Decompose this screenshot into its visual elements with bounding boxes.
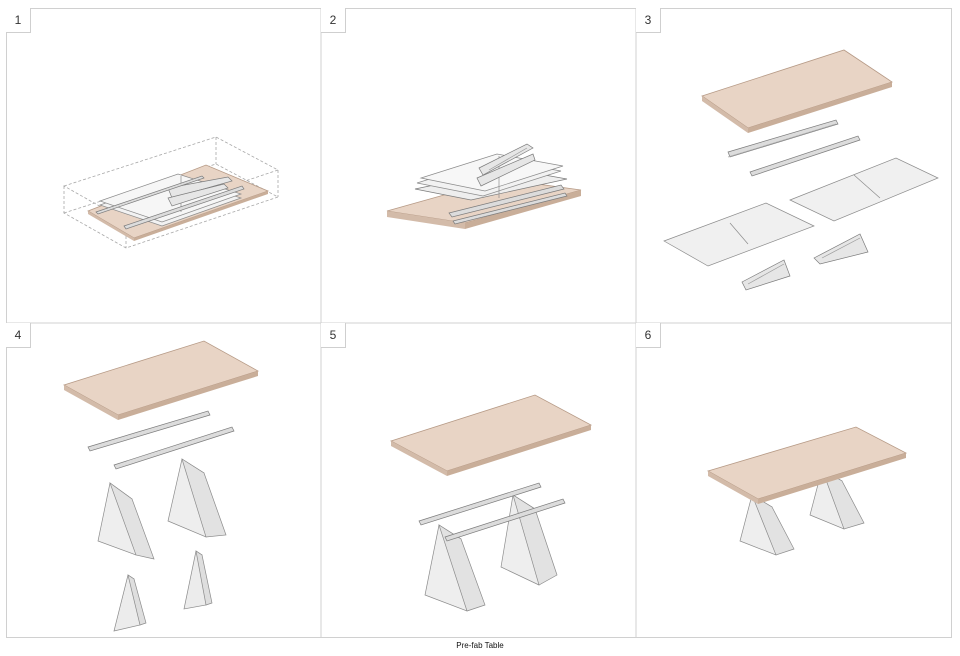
- assembly-exploded-drawing: [62, 340, 260, 632]
- finished-table-drawing: [706, 426, 908, 556]
- triangle-support-left: [113, 574, 147, 632]
- step-number: 4: [6, 323, 31, 348]
- panel-left: [663, 202, 815, 267]
- steel-rails: [727, 119, 861, 177]
- lowering-tabletop-drawing: [389, 394, 593, 612]
- tabletop: [706, 426, 908, 504]
- tabletop: [701, 49, 893, 133]
- steel-rails: [95, 175, 245, 230]
- packed-table-drawing: [63, 136, 280, 249]
- step-number: 5: [321, 323, 346, 348]
- triangle-bracket-left: [741, 259, 791, 291]
- figure-caption: Pre-fab Table: [456, 641, 504, 650]
- exploded-parts-drawing: [663, 49, 939, 291]
- step-4-panel: 4: [6, 323, 321, 638]
- step-6-panel: 6: [636, 323, 952, 638]
- a-frame-leg-right: [167, 458, 227, 538]
- unpacking-drawing: [386, 143, 582, 229]
- triangle-brackets: [476, 143, 536, 187]
- triangle-support-right: [183, 550, 213, 610]
- triangle-bracket-right: [813, 233, 869, 265]
- steel-rails: [418, 482, 566, 542]
- triangle-brackets: [167, 176, 233, 207]
- step-number: 2: [321, 8, 346, 33]
- step-2-panel: 2: [321, 8, 636, 323]
- a-frame-leg-left: [97, 482, 155, 560]
- tabletop: [389, 394, 593, 476]
- tabletop: [62, 340, 260, 420]
- step-5-panel: 5: [321, 323, 636, 638]
- a-frame-legs: [424, 494, 558, 612]
- assembly-grid: 1: [6, 8, 952, 638]
- step-number: 1: [6, 8, 31, 33]
- panel-right: [789, 157, 939, 222]
- steel-rails: [87, 410, 235, 470]
- step-number: 6: [636, 323, 661, 348]
- step-number: 3: [636, 8, 661, 33]
- a-frame-legs: [739, 468, 865, 556]
- step-3-panel: 3: [636, 8, 952, 323]
- step-1-panel: 1: [6, 8, 321, 323]
